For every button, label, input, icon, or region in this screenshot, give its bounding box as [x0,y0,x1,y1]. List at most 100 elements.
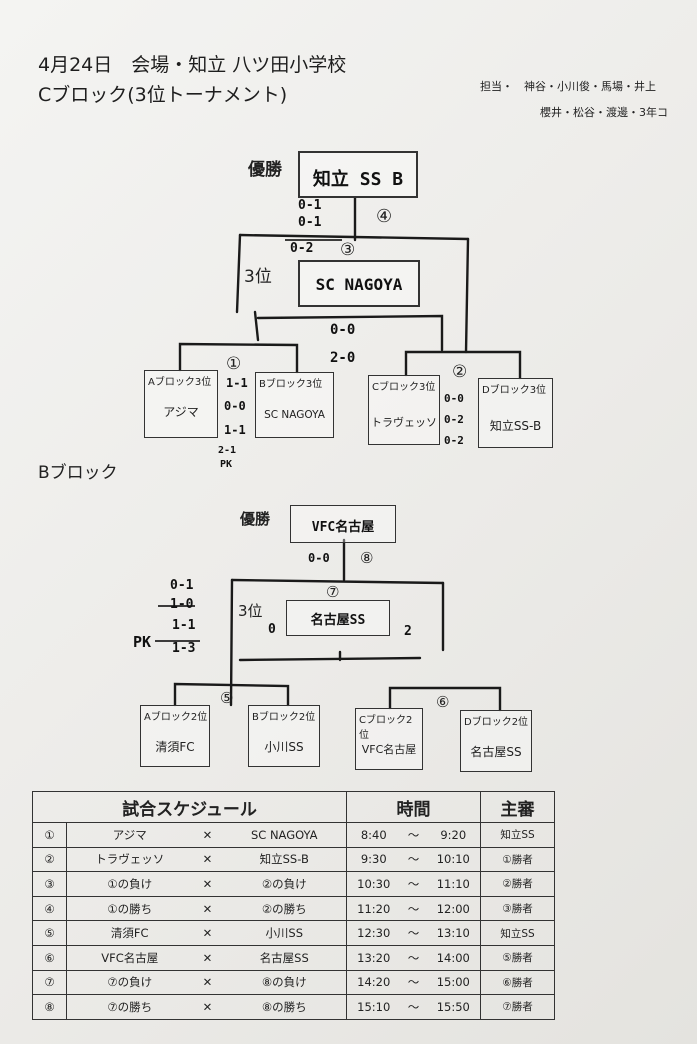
schedule-tilde: ～ [400,895,427,922]
c-third-team: SC NAGOYA [315,275,403,294]
b-team-a-label: Aブロック2位 [144,712,208,723]
b-third-box: 名古屋SS [286,600,390,636]
schedule-away-team: ②の負け [222,871,347,897]
schedule-tilde: ～ [400,969,427,996]
c-team-a-label: Aブロック3位 [148,377,212,388]
schedule-tilde: ～ [400,944,427,971]
c-team-b-label: Bブロック3位 [259,379,323,390]
c-match1-score-1: 1-1 [226,376,248,390]
schedule-start-time: 13:20 [346,944,401,971]
c-champion-team: 知立 SS B [312,169,404,190]
schedule-match-no: ⑧ [32,994,67,1020]
b-final-number: ⑧ [360,549,374,567]
b-team-d-name: 名古屋SS [470,745,522,759]
header-block-title: Cブロック(3位トーナメント) [38,84,288,106]
header-staff-line1: 担当・ 神谷・小川俊・馬場・井上 [480,80,656,93]
c-team-a-name: アジマ [163,405,199,419]
b-team-a-name: 清須FC [155,740,195,754]
b-team-box-b: Bブロック2位 小川SS [248,705,320,767]
schedule-away-team: 知立SS-B [222,846,347,873]
schedule-home-team: ①の負け [66,871,193,897]
schedule-vs-mark: ✕ [192,846,223,873]
schedule-end-time: 15:50 [426,994,482,1020]
b-team-b-name: 小川SS [264,740,304,754]
schedule-home-team: 清須FC [66,920,193,946]
schedule-start-time: 11:20 [346,895,401,922]
schedule-referee: ⑦勝者 [480,994,556,1020]
schedule-referee: 知立SS [480,822,556,848]
b-block-title: Bブロック [38,463,118,483]
schedule-tilde: ～ [400,994,427,1020]
schedule-match-no: ① [32,822,67,848]
schedule-end-time: 14:00 [426,944,482,971]
b-third-label: 3位 [238,602,263,620]
schedule-referee: ⑥勝者 [480,969,556,996]
b-champion-box: VFC名古屋 [290,505,396,543]
schedule-away-team: SC NAGOYA [222,822,347,848]
schedule-away-team: ②の勝ち [222,895,347,922]
schedule-referee: ②勝者 [480,871,556,897]
c-match2-score-2: 0-2 [444,413,464,426]
schedule-tilde: ～ [400,822,427,848]
schedule-vs-mark: ✕ [192,944,223,971]
schedule-referee: ⑤勝者 [480,944,556,971]
header-staff-line2: 櫻井・松谷・渡邊・3年コ [540,106,668,119]
schedule-vs-mark: ✕ [192,920,223,946]
c-match2-number: ② [452,362,468,382]
schedule-match-no: ② [32,846,67,873]
b-third-team: 名古屋SS [310,613,366,628]
b-left-score-2: 1-0 [170,597,194,612]
c-match2-score-1: 0-0 [444,392,464,405]
schedule-time-header: 時間 [345,791,482,823]
schedule-end-time: 9:20 [426,822,482,848]
schedule-end-time: 12:00 [426,895,482,922]
c-team-d-name: 知立SS-B [489,419,542,433]
b-team-d-label: Dブロック2位 [464,717,529,728]
schedule-header-row: 試合スケジュール 時間 主審 [32,791,556,823]
schedule-start-time: 15:10 [346,994,401,1020]
schedule-away-team: ⑧の負け [222,969,347,996]
schedule-end-time: 15:00 [426,969,482,996]
b-team-box-c: Cブロック2位 VFC名古屋 [355,708,423,770]
b-third-side-left: 0 [268,622,276,637]
c-team-box-b: Bブロック3位 SC NAGOYA [255,372,334,438]
c-third-label: 3位 [244,267,272,287]
c-team-d-label: Dブロック3位 [482,385,547,396]
schedule-home-team: ⑦の負け [66,969,193,996]
schedule-vs-mark: ✕ [192,871,223,897]
schedule-vs-mark: ✕ [192,994,223,1020]
b-team-box-a: Aブロック2位 清須FC [140,705,210,767]
c-third-score: 0-2 [290,241,314,256]
schedule-home-team: アジマ [66,822,193,848]
schedule-start-time: 10:30 [346,871,401,897]
c-mid-score-2: 2-0 [330,350,356,366]
schedule-referee: ①勝者 [480,846,556,873]
c-mid-score-1: 0-0 [330,322,356,338]
schedule-ref-header: 主審 [480,791,556,823]
schedule-end-time: 11:10 [426,871,482,897]
schedule-away-team: 小川SS [222,920,347,946]
schedule-match-no: ③ [32,871,67,897]
schedule-start-time: 9:30 [346,846,401,873]
schedule-home-team: VFC名古屋 [66,944,193,971]
b-left-pk: PK [133,633,152,651]
b-champion-team: VFC名古屋 [311,520,375,535]
c-third-box: SC NAGOYA [298,260,420,307]
c-team-box-c: Cブロック3位 トラヴェッソ [368,375,440,445]
header-date-venue: 4月24日 会場・知立 八ツ田小学校 [38,54,347,76]
schedule-referee: 知立SS [480,920,556,946]
b-match5-number: ⑤ [220,689,234,707]
schedule-title: 試合スケジュール [32,791,347,823]
b-third-side-right: 2 [404,624,412,639]
b-left-score-1: 0-1 [170,578,194,593]
c-match1-score-2: 0-0 [224,399,246,413]
b-champion-label: 優勝 [240,510,271,528]
c-team-box-d: Dブロック3位 知立SS-B [478,378,553,448]
b-team-box-d: Dブロック2位 名古屋SS [460,710,532,772]
